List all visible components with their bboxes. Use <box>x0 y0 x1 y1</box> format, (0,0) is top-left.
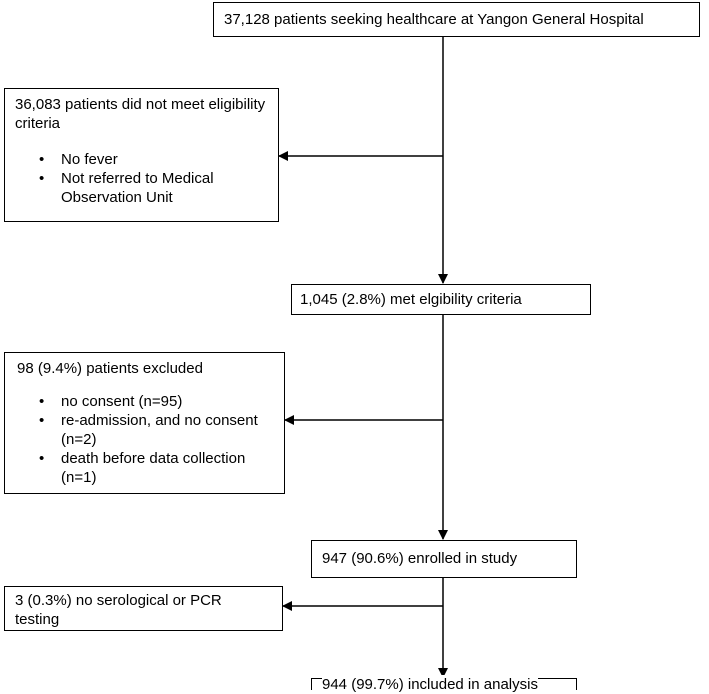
enrolled-text: 947 (90.6%) enrolled in study <box>322 550 518 567</box>
not-eligible-title: 36,083 patients did not meet eligibility… <box>15 96 266 132</box>
analysis-box: 944 (99.7%) included in analysis <box>311 675 577 694</box>
no-testing-text: 3 (0.3%) no serological or PCR testing <box>15 592 222 628</box>
eligible-box: 1,045 (2.8%) met elgibility criteria <box>291 284 591 315</box>
eligible-text: 1,045 (2.8%) met elgibility criteria <box>300 291 522 308</box>
analysis-text: 944 (99.7%) included in analysis <box>322 675 538 694</box>
excluded-list: no consent (n=95) re-admission, and no c… <box>31 392 281 487</box>
total-patients-text: 37,128 patients seeking healthcare at Ya… <box>224 11 644 28</box>
total-patients-box: 37,128 patients seeking healthcare at Ya… <box>213 2 700 37</box>
no-testing-box: 3 (0.3%) no serological or PCR testing <box>4 586 283 631</box>
not-eligible-box: 36,083 patients did not meet eligibility… <box>4 88 279 222</box>
excluded-title: 98 (9.4%) patients excluded <box>17 360 203 377</box>
excluded-item: death before data collection (n=1) <box>31 449 281 487</box>
enrolled-box: 947 (90.6%) enrolled in study <box>311 540 577 578</box>
excluded-item: re-admission, and no consent (n=2) <box>31 411 281 449</box>
not-eligible-list: No fever Not referred to Medical Observa… <box>31 150 261 207</box>
excluded-item: no consent (n=95) <box>31 392 281 411</box>
not-eligible-item: Not referred to Medical Observation Unit <box>31 169 261 207</box>
excluded-box: 98 (9.4%) patients excluded no consent (… <box>4 352 285 494</box>
not-eligible-item: No fever <box>31 150 261 169</box>
